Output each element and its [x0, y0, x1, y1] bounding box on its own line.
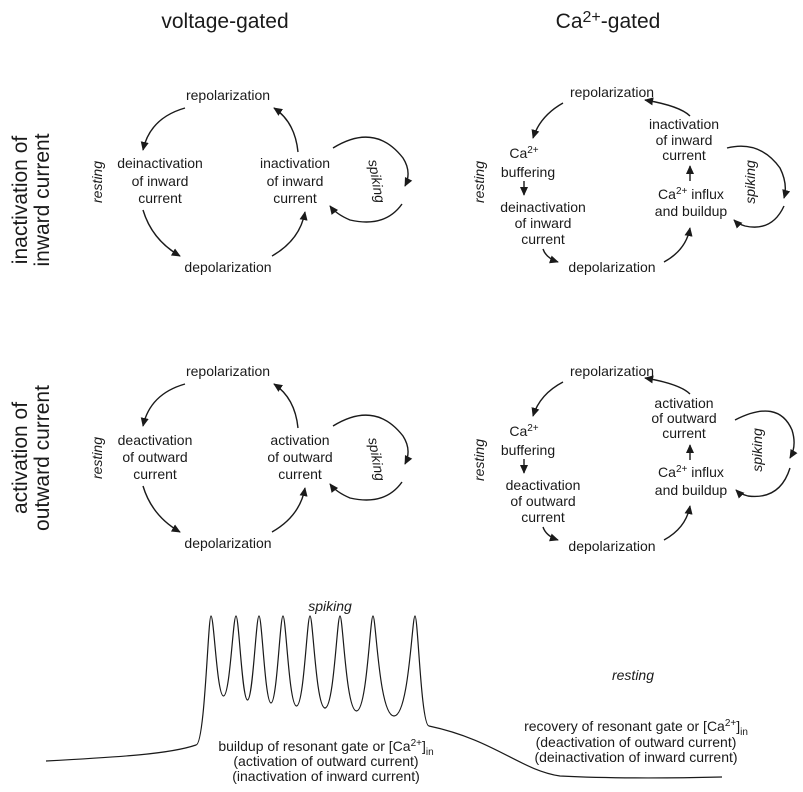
arrow-act-to-repol [644, 375, 691, 395]
label-spiking: spiking [365, 436, 388, 482]
arrow-spiking-bottom [733, 205, 785, 229]
node-inactivation: inactivation [649, 116, 719, 132]
svg-text:of inward: of inward [132, 173, 189, 189]
arrow-act-to-repol [273, 383, 299, 429]
svg-text:outward current: outward current [31, 385, 54, 531]
svg-text:of outward: of outward [510, 493, 575, 509]
svg-text:activation of: activation of [9, 402, 32, 514]
node-depolarization: depolarization [568, 538, 655, 554]
recovery-caption: recovery of resonant gate or [Ca2+]in [524, 718, 748, 738]
node-ca-influx: Ca2+ influx [658, 464, 724, 480]
svg-text:inactivation of: inactivation of [9, 136, 32, 265]
svg-text:of outward: of outward [651, 410, 716, 426]
arrow-spiking-top [332, 136, 413, 187]
arrow-spiking-top [726, 145, 791, 199]
node-ca-buffering: Ca2+ [509, 145, 538, 161]
trace-label-resting: resting [612, 667, 654, 683]
node-ca-influx: Ca2+ influx [658, 186, 724, 202]
svg-text:current: current [662, 147, 706, 163]
row-label-activation: activation of outward current [9, 385, 54, 531]
label-resting: resting [89, 437, 105, 479]
svg-text:(deactivation of outward curre: (deactivation of outward current) [536, 734, 737, 750]
svg-text:buffering: buffering [501, 442, 555, 458]
panel-voltage-inactivation: repolarization depolarization deinactiva… [89, 87, 413, 275]
node-ca-buffering: Ca2+ [509, 423, 538, 439]
svg-text:(activation of outward current: (activation of outward current) [233, 753, 418, 769]
node-repolarization: repolarization [186, 87, 270, 103]
row-label-inactivation: inactivation of inward current [9, 133, 54, 266]
arrow-depol-to-inact [271, 211, 308, 257]
svg-text:current: current [133, 466, 177, 482]
svg-text:(deinactivation of inward curr: (deinactivation of inward current) [534, 749, 737, 765]
node-depolarization: depolarization [568, 259, 655, 275]
arrow-deinact-to-depol [142, 209, 181, 257]
panel-voltage-activation: repolarization depolarization deactivati… [89, 363, 413, 551]
arrow-repol-to-buffer [531, 381, 564, 417]
header-voltage-gated: voltage-gated [161, 10, 288, 33]
node-depolarization: depolarization [184, 259, 271, 275]
node-deinactivation: deinactivation [117, 155, 203, 171]
arrow-repol-to-buffer [531, 102, 564, 139]
label-resting: resting [89, 161, 105, 203]
svg-text:current: current [273, 190, 317, 206]
arrow-deinact-to-depol [542, 248, 559, 264]
buildup-caption: buildup of resonant gate or [Ca2+]in [218, 738, 433, 758]
node-deactivation: deactivation [506, 477, 581, 493]
label-resting: resting [471, 439, 487, 481]
svg-text:current: current [521, 509, 565, 525]
svg-text:of inward: of inward [656, 132, 713, 148]
trace-label-spiking: spiking [308, 598, 352, 614]
arrow-inact-to-repol [644, 97, 691, 117]
arrow-spiking-bottom [329, 203, 403, 223]
svg-text:inward current: inward current [31, 133, 54, 266]
node-repolarization: repolarization [570, 84, 654, 100]
node-repolarization: repolarization [186, 363, 270, 379]
panel-calcium-inactivation: repolarization depolarization Ca2+ buffe… [471, 84, 791, 275]
svg-text:current: current [278, 466, 322, 482]
membrane-potential-trace [45, 615, 723, 779]
arrow-spiking-top [734, 410, 798, 459]
svg-text:current: current [662, 425, 706, 441]
arrow-repol-to-deact [140, 383, 186, 427]
arrow-inact-to-repol [273, 107, 299, 153]
svg-text:of outward: of outward [122, 449, 187, 465]
label-spiking: spiking [742, 160, 758, 204]
arrow-depol-to-act [271, 487, 308, 533]
arrow-depol-to-influx [663, 505, 693, 541]
panel-calcium-activation: repolarization depolarization Ca2+ buffe… [471, 363, 798, 554]
arrow-deact-to-depol [142, 485, 181, 533]
header-calcium-gated: Ca2+-gated [556, 9, 661, 33]
svg-text:of inward: of inward [515, 215, 572, 231]
svg-text:buffering: buffering [501, 164, 555, 180]
arrow-spiking-bottom [329, 481, 403, 501]
svg-text:of inward: of inward [267, 173, 324, 189]
label-spiking: spiking [365, 158, 388, 204]
svg-text:and buildup: and buildup [655, 482, 728, 498]
node-activation: activation [270, 432, 329, 448]
svg-text:current: current [138, 190, 182, 206]
node-deinactivation: deinactivation [500, 199, 586, 215]
label-resting: resting [471, 161, 487, 203]
arrow-spiking-bottom [735, 467, 791, 499]
svg-text:and buildup: and buildup [655, 203, 728, 219]
svg-text:(inactivation of inward curren: (inactivation of inward current) [232, 768, 420, 784]
node-inactivation: inactivation [260, 155, 330, 171]
node-depolarization: depolarization [184, 535, 271, 551]
node-activation: activation [654, 395, 713, 411]
node-repolarization: repolarization [570, 363, 654, 379]
arrow-spiking-top [332, 414, 413, 465]
svg-text:current: current [521, 231, 565, 247]
arrow-depol-to-influx [663, 227, 693, 263]
membrane-trace-panel: spiking resting buildup of resonant gate… [45, 598, 748, 784]
label-spiking: spiking [749, 428, 765, 472]
arrow-repol-to-deinact [140, 107, 186, 151]
node-deactivation: deactivation [118, 432, 193, 448]
svg-text:of outward: of outward [267, 449, 332, 465]
arrow-deact-to-depol [542, 526, 559, 542]
